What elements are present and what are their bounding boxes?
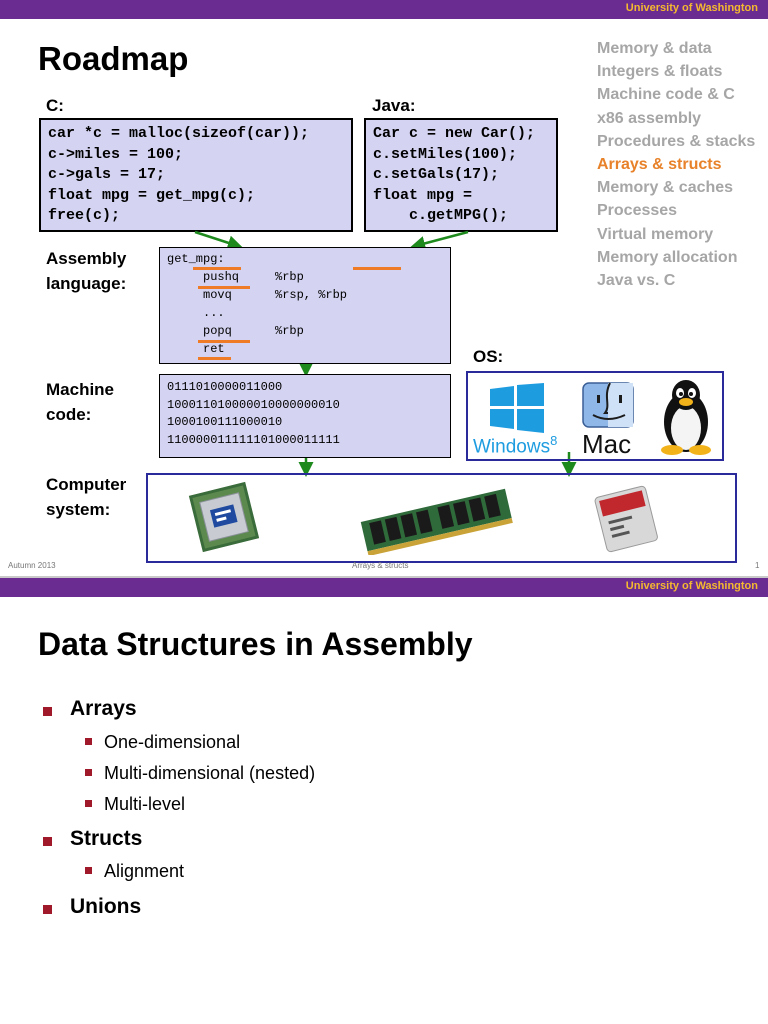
asm-op: popq xyxy=(203,324,232,338)
java-label: Java: xyxy=(372,96,416,115)
os-label: OS: xyxy=(473,347,504,366)
nav-item[interactable]: Integers & floats xyxy=(597,63,723,81)
underline xyxy=(193,267,241,270)
code-line: float mpg = get_mpg(c); xyxy=(48,186,256,204)
asm-op: ret xyxy=(203,342,225,356)
roadmap-nav: Memory & data Integers & floats Machine … xyxy=(597,37,755,292)
nav-item[interactable]: Virtual memory xyxy=(597,225,714,243)
slide-title: Data Structures in Assembly xyxy=(38,626,473,662)
asm-arg: %rsp, %rbp xyxy=(275,288,348,302)
mac-wordmark: Mac xyxy=(582,429,632,459)
nav-item[interactable]: Memory & caches xyxy=(597,179,734,197)
asm-arg: %rbp xyxy=(275,324,304,338)
code-line: c->miles = 100; xyxy=(48,145,184,163)
bullet-square-icon xyxy=(43,707,52,716)
footer-topic: Arrays & structs xyxy=(352,561,409,570)
nav-item[interactable]: Procedures & stacks xyxy=(597,132,756,150)
ram-module-icon xyxy=(360,488,513,555)
slide-title: Roadmap xyxy=(38,40,189,77)
code-line: c.setMiles(100); xyxy=(373,145,518,163)
code-line: c.setGals(17); xyxy=(373,166,500,183)
roadmap-slide: University of Washington Roadmap C: Java… xyxy=(0,0,768,570)
code-line: c->gals = 17; xyxy=(48,166,166,183)
machine-line: 100011010000010000000010 xyxy=(167,397,340,412)
bullet-structs: Structs xyxy=(70,827,143,850)
code-line: car *c = malloc(sizeof(car)); xyxy=(48,125,310,142)
header-bar: University of Washington xyxy=(0,578,768,597)
nav-item[interactable]: x86 assembly xyxy=(597,109,702,127)
os-box: Windows8 Mac xyxy=(466,371,724,461)
nav-item[interactable]: Memory & data xyxy=(597,40,712,57)
underline xyxy=(353,267,401,270)
header-bar: University of Washington xyxy=(0,0,768,19)
machine-line: 1000100111000010 xyxy=(167,415,283,429)
mac-finder-icon xyxy=(582,382,634,428)
sub-bullet-square-icon xyxy=(85,769,92,776)
bullet-square-icon xyxy=(43,905,52,914)
machine-code-box: 0111010000011000 10001101000001000000001… xyxy=(159,374,451,458)
machine-line: 0111010000011000 xyxy=(167,380,283,394)
underline xyxy=(198,340,250,343)
sub-bullet: Alignment xyxy=(104,861,185,881)
data-structures-slide: University of Washington Data Structures… xyxy=(0,578,768,1024)
nav-item[interactable]: Memory allocation xyxy=(597,248,738,266)
sub-bullet: Multi-dimensional (nested) xyxy=(104,763,316,783)
linux-tux-icon xyxy=(661,380,711,455)
machine-line: 110000011111101000011111 xyxy=(167,432,340,447)
asm-function-name: get_mpg: xyxy=(167,252,225,266)
sub-bullet: Multi-level xyxy=(104,794,186,814)
c-label: C: xyxy=(46,96,64,115)
cpu-chip-icon xyxy=(188,481,260,553)
nav-item[interactable]: Machine code & C xyxy=(597,86,735,104)
bullet-arrays: Arrays xyxy=(70,697,137,720)
university-name: University of Washington xyxy=(625,580,758,592)
code-line: free(c); xyxy=(48,207,121,224)
java-code-box: Car c = new Car(); c.setMiles(100); c.setG… xyxy=(364,118,558,232)
asm-arg: %rbp xyxy=(275,270,304,284)
assembly-code-box: get_mpg: pushq %rbp movq %rsp, %rbp ... … xyxy=(159,247,451,364)
footer-page-number: 1 xyxy=(755,561,760,570)
asm-op: ... xyxy=(203,306,225,320)
nav-item[interactable]: Java vs. C xyxy=(597,272,676,290)
slide-divider xyxy=(0,576,768,578)
arrow-c-to-asm xyxy=(194,230,243,251)
code-line: c.getMPG(); xyxy=(373,207,509,224)
university-name: University of Washington xyxy=(625,2,758,14)
bullet-unions: Unions xyxy=(70,895,142,918)
sub-bullet-square-icon xyxy=(85,800,92,807)
asm-op: movq xyxy=(203,288,232,302)
windows-wordmark: Windows8 xyxy=(473,433,558,458)
underline xyxy=(198,286,250,289)
code-line: float mpg = xyxy=(373,186,473,204)
code-line: Car c = new Car(); xyxy=(373,125,536,142)
footer-term: Autumn 2013 xyxy=(8,561,56,570)
underline xyxy=(198,357,231,360)
c-code-box: car *c = malloc(sizeof(car)); c->miles = … xyxy=(39,118,353,232)
ssd-drive-icon xyxy=(594,485,658,553)
sub-bullet-square-icon xyxy=(85,867,92,874)
sub-bullet-square-icon xyxy=(85,738,92,745)
nav-item-active[interactable]: Arrays & structs xyxy=(597,156,722,174)
computer-system-box xyxy=(146,473,737,563)
nav-item[interactable]: Processes xyxy=(597,202,678,220)
sub-bullet: One-dimensional xyxy=(104,732,241,752)
arrow-java-to-asm xyxy=(410,230,469,251)
bullet-square-icon xyxy=(43,837,52,846)
windows-logo-icon xyxy=(490,383,544,433)
asm-op: pushq xyxy=(203,270,240,284)
